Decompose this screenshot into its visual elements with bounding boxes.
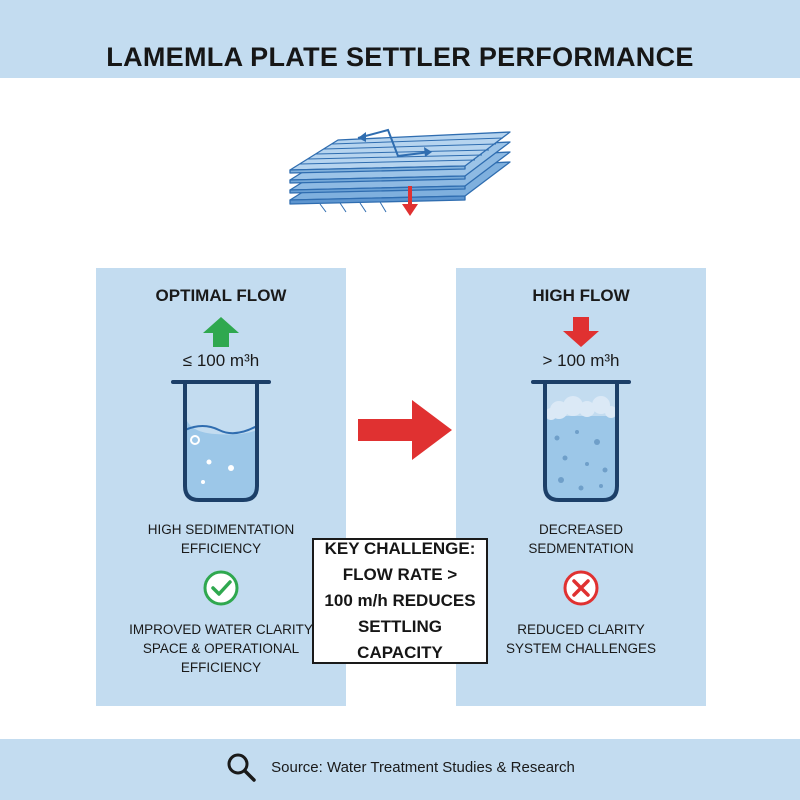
down-arrow-icon xyxy=(563,317,599,347)
optimal-flow-panel: OPTIMAL FLOW ≤ 100 m³h HIGH SEDIMENTATIO… xyxy=(96,268,346,706)
outcome-notes: IMPROVED WATER CLARITY SPACE & OPERATION… xyxy=(129,622,313,675)
source-text: Source: Water Treatment Studies & Resear… xyxy=(271,758,575,776)
magnifier-icon xyxy=(227,753,256,782)
flow-rate: ≤ 100 m³h xyxy=(182,351,260,370)
high-flow-panel: HIGH FLOW > 100 m³h DECREASED SEDMENTATI… xyxy=(456,268,706,706)
transition-arrow-icon xyxy=(358,400,452,460)
up-arrow-icon xyxy=(203,317,239,347)
checkmark-icon xyxy=(203,570,239,606)
panel-title: OPTIMAL FLOW xyxy=(155,286,287,305)
panel-title: HIGH FLOW xyxy=(532,286,630,305)
header-band xyxy=(0,0,800,78)
efficiency-label: HIGH SEDIMENTATION EFFICIENCY xyxy=(147,522,295,556)
beaker-icon xyxy=(531,380,631,502)
footer-band xyxy=(0,739,800,800)
key-challenge-callout: KEY CHALLENGE: FLOW RATE > 100 m/h REDUC… xyxy=(312,538,488,664)
lamella-plates-illustration xyxy=(289,128,511,216)
footer: Source: Water Treatment Studies & Resear… xyxy=(0,751,800,783)
flow-rate: > 100 m³h xyxy=(542,351,620,370)
efficiency-label: DECREASED SEDMENTATION xyxy=(528,522,634,556)
cross-icon xyxy=(563,570,599,606)
page-title: LAMEMLA PLATE SETTLER PERFORMANCE xyxy=(106,42,694,72)
beaker-icon xyxy=(171,380,271,502)
outcome-notes: REDUCED CLARITY SYSTEM CHALLENGES xyxy=(505,622,657,656)
